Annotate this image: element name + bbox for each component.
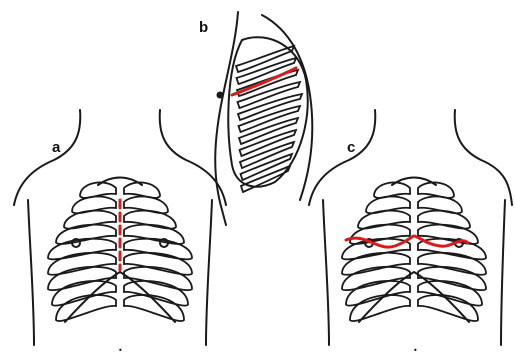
umbilicus-mark-a: • <box>118 346 123 355</box>
clavicle-outline <box>98 178 142 186</box>
rib-right-6 <box>124 253 192 275</box>
rib-left-5 <box>342 239 410 260</box>
anterior-chest-drawing-c: • <box>309 110 512 355</box>
lateral-chest-drawing <box>215 12 312 225</box>
rib-right-5 <box>124 239 192 260</box>
rib-left-6 <box>48 253 116 275</box>
umbilicus-mark-c: • <box>413 346 418 355</box>
rib-left-6 <box>342 253 410 275</box>
nipple-marker <box>217 92 224 99</box>
rib-right-7 <box>418 267 486 290</box>
rib-left-7 <box>342 267 410 290</box>
rib-right-7 <box>124 267 192 290</box>
panel-label-a: a <box>52 140 60 155</box>
panel-label-c: c <box>347 140 355 155</box>
rib-left-5 <box>48 239 116 260</box>
clavicle-outline <box>392 178 436 186</box>
panel-label-b: b <box>199 20 208 35</box>
rib-left-7 <box>48 267 116 290</box>
rib-right-6 <box>418 253 486 275</box>
